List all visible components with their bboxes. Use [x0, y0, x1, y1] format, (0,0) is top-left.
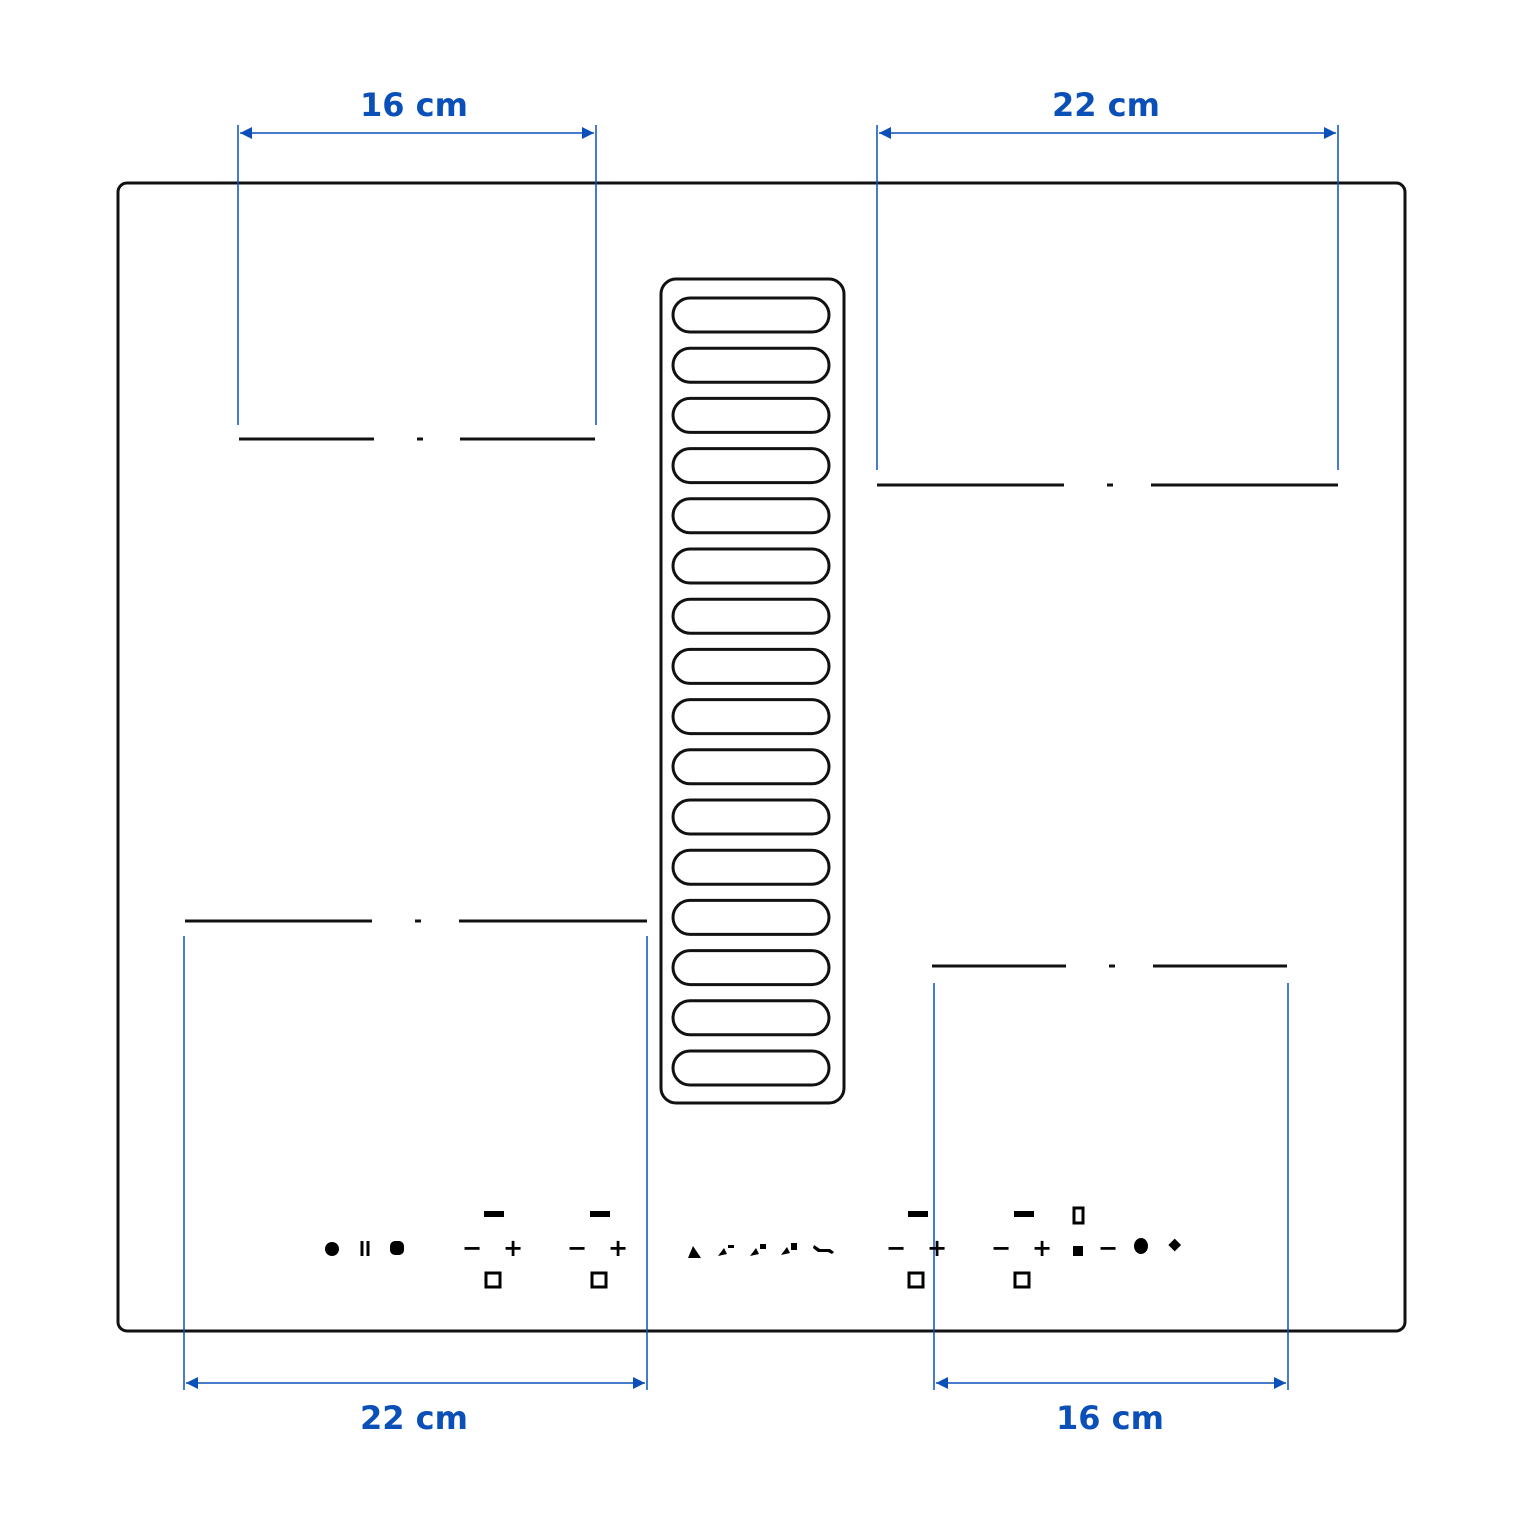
- level-dots-icon: [1014, 1211, 1034, 1217]
- pause-icon: [360, 1241, 370, 1256]
- dimension-top-right: [876, 125, 1339, 470]
- vent-slot: [671, 748, 831, 786]
- timer-display-icon: [1072, 1206, 1085, 1225]
- vent-slot: [671, 698, 831, 736]
- zone2-plus-button[interactable]: +: [608, 1234, 628, 1262]
- vent-slot: [671, 296, 831, 334]
- cooktop-outline: [116, 181, 1407, 1333]
- zone1-minus-button[interactable]: −: [462, 1234, 482, 1262]
- fan-level-icons: [688, 1243, 834, 1258]
- timer-minus-button[interactable]: −: [1098, 1234, 1118, 1262]
- downdraft-vent: [659, 277, 846, 1105]
- zone4-plus-button[interactable]: +: [1032, 1234, 1052, 1262]
- timer-icon: [1073, 1246, 1083, 1256]
- zone1-plus-button[interactable]: +: [503, 1234, 523, 1262]
- zone3-minus-button[interactable]: −: [886, 1234, 906, 1262]
- level-dots-icon: [484, 1211, 504, 1217]
- vent-slot: [671, 999, 831, 1037]
- dimension-label-bottom-right: 16 cm: [1056, 1399, 1164, 1437]
- dimension-bottom-left: [183, 936, 648, 1390]
- lock-icon: [390, 1241, 404, 1255]
- zone-rear-left-icon: [484, 1271, 502, 1289]
- vent-frame: [659, 277, 846, 1105]
- level-dots-icon: [590, 1211, 610, 1217]
- vent-slot: [671, 798, 831, 836]
- level-dots-icon: [908, 1211, 928, 1217]
- vent-slot: [671, 1049, 831, 1087]
- vent-slot: [671, 396, 831, 434]
- vent-slot: [671, 497, 831, 535]
- vent-slot: [671, 848, 831, 886]
- power-icon: [325, 1242, 339, 1256]
- dimension-bottom-right: [933, 983, 1289, 1390]
- vent-slot: [671, 949, 831, 987]
- zone3-plus-button[interactable]: +: [927, 1234, 947, 1262]
- zone2-minus-button[interactable]: −: [567, 1234, 587, 1262]
- vent-slot: [671, 547, 831, 585]
- control-panel: − + − + − + − + −: [325, 1206, 1182, 1289]
- vent-slot: [671, 898, 831, 936]
- timer-plus-icon[interactable]: [1134, 1238, 1148, 1254]
- zone4-minus-button[interactable]: −: [991, 1234, 1011, 1262]
- fan-level-1-icon: [718, 1245, 734, 1256]
- dimension-label-top-right: 22 cm: [1052, 86, 1160, 124]
- dimension-top-left: [237, 125, 597, 425]
- zone-front-left-icon: [590, 1271, 608, 1289]
- vent-slot: [671, 647, 831, 685]
- vent-slot: [671, 346, 831, 384]
- fan-auto-icon: [688, 1246, 701, 1258]
- fan-level-2-icon: [750, 1244, 766, 1256]
- fan-level-3-icon: [781, 1243, 797, 1255]
- fan-boost-icon: [813, 1245, 834, 1254]
- keep-warm-icon[interactable]: [1168, 1238, 1182, 1252]
- vent-slot: [671, 597, 831, 635]
- dimension-label-bottom-left: 22 cm: [360, 1399, 468, 1437]
- vent-slot: [671, 447, 831, 485]
- zone-rear-right-icon: [1013, 1271, 1031, 1289]
- zone-front-right-icon: [907, 1271, 925, 1289]
- dimension-label-top-left: 16 cm: [360, 86, 468, 124]
